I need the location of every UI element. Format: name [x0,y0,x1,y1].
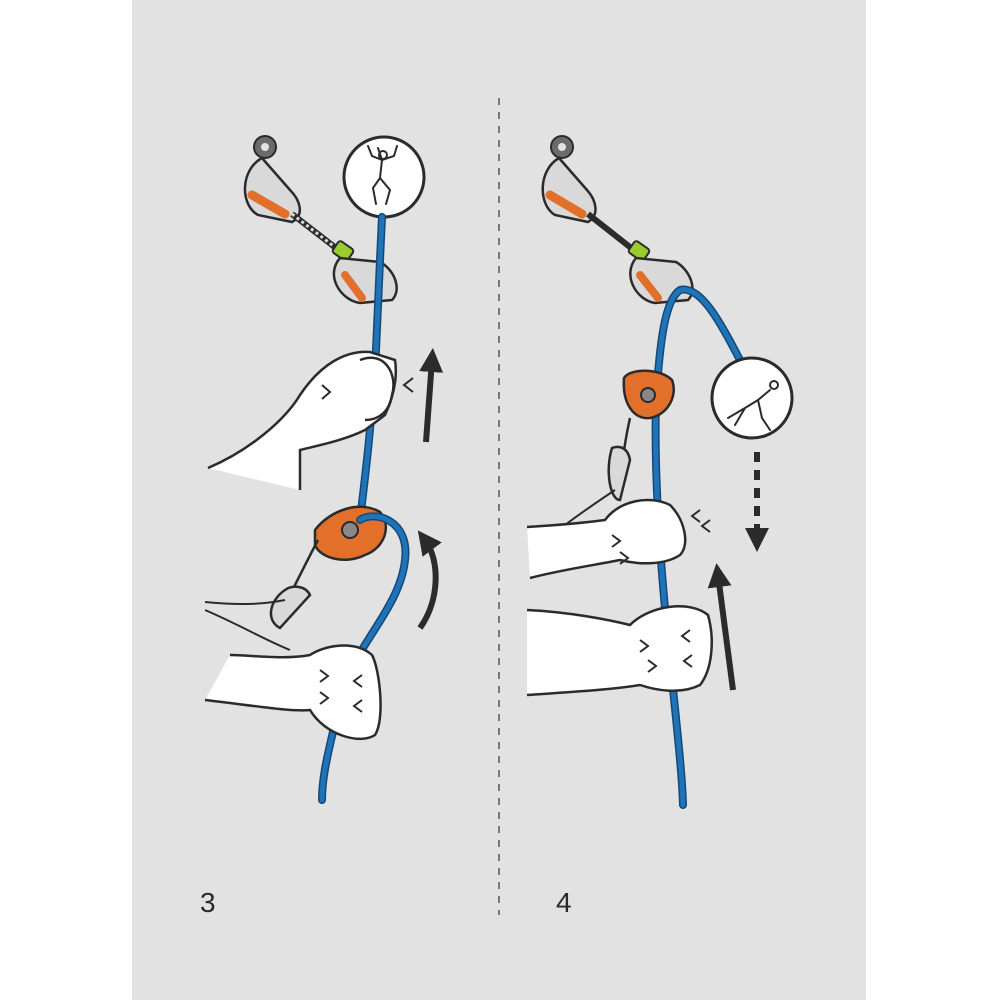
harness-strap [564,489,616,526]
step-3-illustration [204,135,444,804]
step-number-4: 4 [556,887,572,918]
feed-arrow [417,530,442,630]
step-number-3: 3 [200,887,216,918]
belay-device [607,369,675,502]
bolt-hanger [550,135,574,159]
step-4-illustration [526,135,794,809]
bolt-hanger [253,135,277,159]
climber-bubble [710,356,794,440]
upper-hand [526,498,711,580]
pull-up-arrow [419,348,444,443]
lower-hand [204,644,382,740]
harness-strap [204,599,291,651]
belay-device [269,505,388,630]
quickdraw [541,156,694,305]
upper-hand [207,350,414,490]
pull-up-arrow [707,563,736,691]
lower-hand [526,605,713,697]
climber-bubble [342,135,426,219]
